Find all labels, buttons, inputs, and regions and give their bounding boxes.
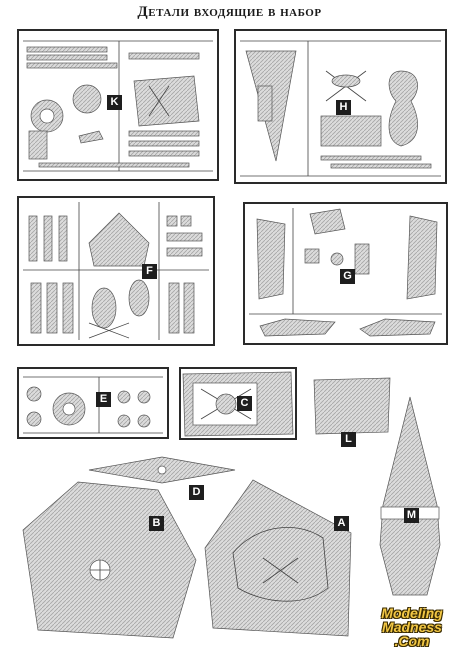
part-a-label: A xyxy=(334,516,349,531)
part-l xyxy=(313,377,391,435)
part-m xyxy=(379,396,441,596)
sprue-g-frame: G xyxy=(243,202,448,345)
page-title: Детали входящие в набор xyxy=(137,4,322,20)
part-b-label: B xyxy=(149,516,164,531)
sprue-c-label: C xyxy=(237,396,252,411)
sprue-h-parts xyxy=(240,40,441,177)
sprue-h-label: H xyxy=(336,100,351,115)
sprue-c-frame: C xyxy=(179,367,297,440)
part-d xyxy=(88,456,236,484)
logo-line-1: Modeling xyxy=(381,605,443,621)
sprue-h-frame: H xyxy=(234,29,447,184)
part-d-label: D xyxy=(189,485,204,500)
sprue-f-frame: F xyxy=(17,196,215,346)
sprue-f-label: F xyxy=(142,264,157,279)
part-b xyxy=(22,481,197,639)
sprue-k-frame: K xyxy=(17,29,219,181)
part-m-label: M xyxy=(404,508,419,523)
sprue-g-label: G xyxy=(340,269,355,284)
part-a xyxy=(204,479,352,637)
logo-line-3: .Com xyxy=(394,633,430,649)
modeling-madness-logo: Modeling Madness .Com xyxy=(367,606,457,648)
sprue-e-parts xyxy=(23,376,163,434)
part-l-label: L xyxy=(341,432,356,447)
sprue-f-parts xyxy=(23,202,209,340)
sprue-g-parts xyxy=(249,208,442,337)
sprue-k-label: K xyxy=(107,95,122,110)
sprue-k-parts xyxy=(23,40,213,172)
sprue-e-label: E xyxy=(96,392,111,407)
logo-line-2: Madness xyxy=(382,619,442,635)
sprue-e-frame: E xyxy=(17,367,169,439)
